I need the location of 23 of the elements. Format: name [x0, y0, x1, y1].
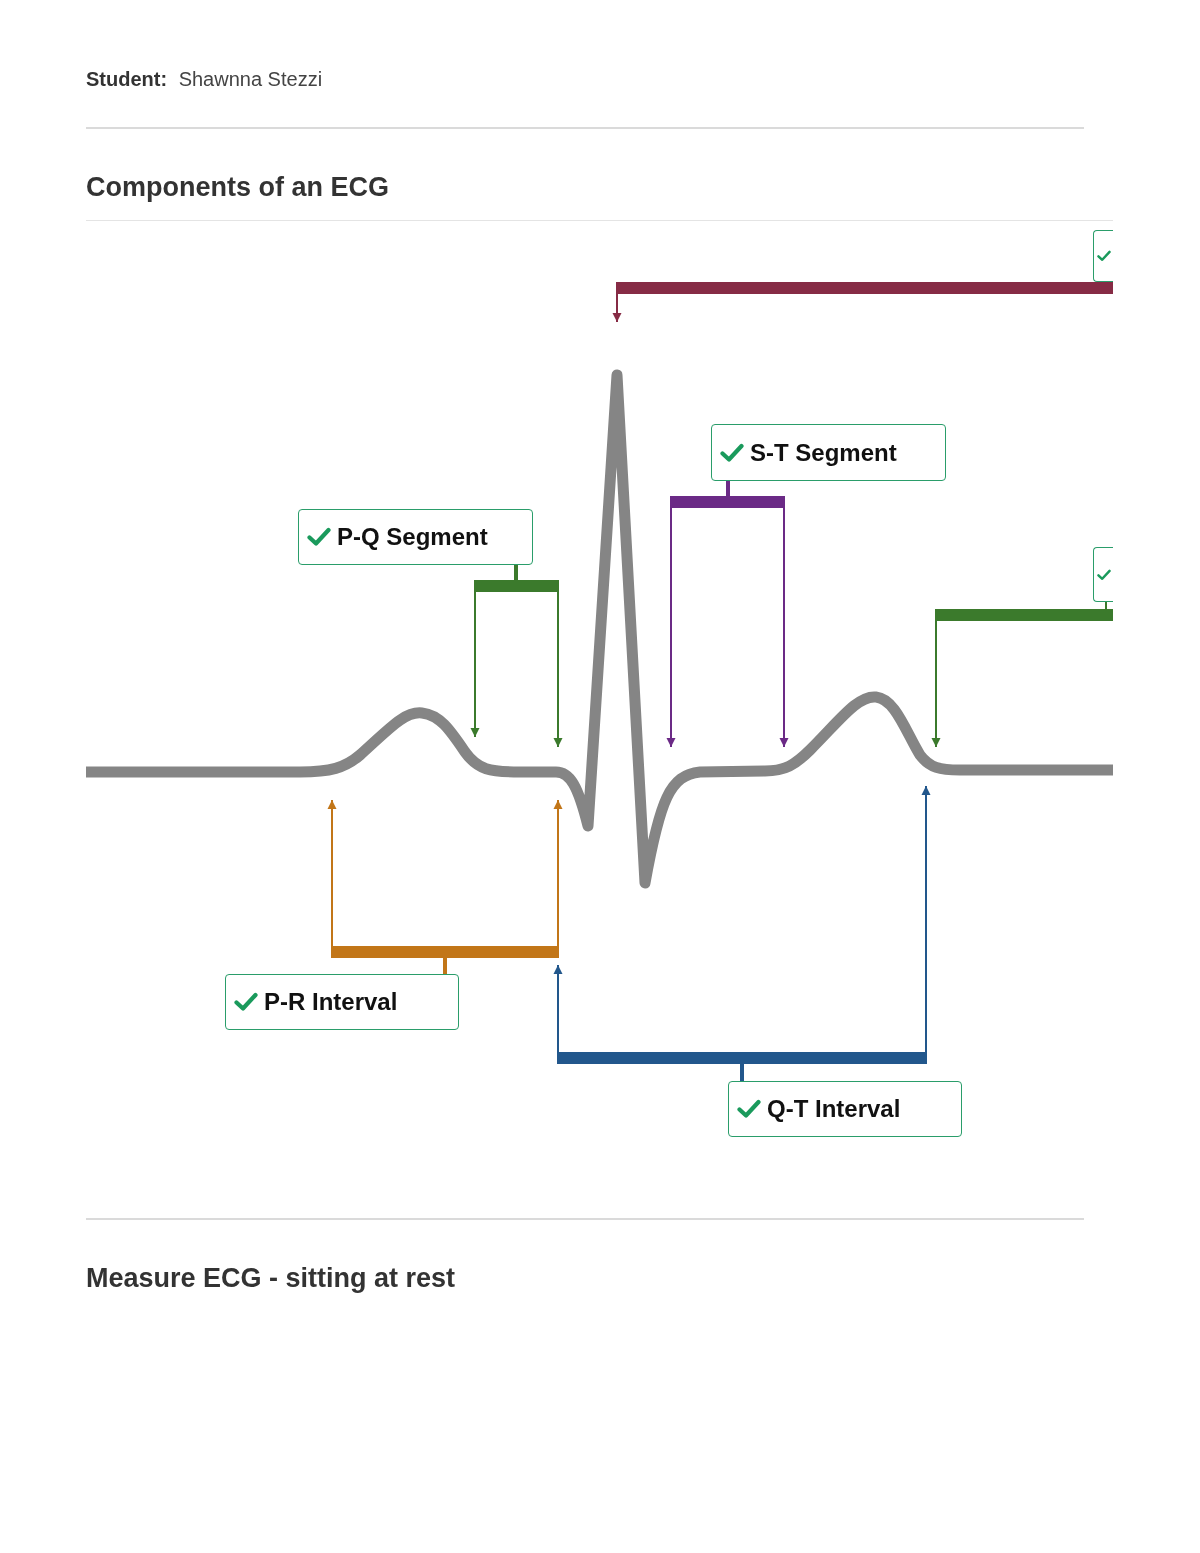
student-label: Student: Shawnna Stezzi — [86, 68, 323, 91]
leader-arrow — [470, 564, 516, 738]
leader-arrow — [728, 480, 789, 748]
leader-arrow — [327, 799, 445, 975]
callout-label: P-Q Segment — [337, 523, 488, 551]
leader-arrow — [742, 785, 931, 1082]
callout-box — [1093, 547, 1113, 602]
callout-box — [711, 424, 946, 481]
callout-label: P-R Interval — [264, 988, 398, 1016]
leader-arrow — [666, 480, 728, 748]
leader-arrow — [612, 281, 1104, 323]
callout-box — [225, 974, 459, 1030]
callout-box — [298, 509, 533, 565]
callout-box — [728, 1081, 962, 1137]
leader-arrow — [445, 799, 563, 975]
section-heading: Components of an ECG — [86, 172, 389, 203]
leader-arrow — [516, 564, 563, 748]
callout-box — [1093, 230, 1113, 282]
callout-label: S-T Segment — [750, 438, 897, 467]
leader-arrow — [553, 964, 742, 1082]
callout-label: Q-T Interval — [767, 1095, 901, 1123]
section-heading: Measure ECG - sitting at rest — [86, 1263, 456, 1294]
leader-arrow — [931, 601, 1107, 748]
